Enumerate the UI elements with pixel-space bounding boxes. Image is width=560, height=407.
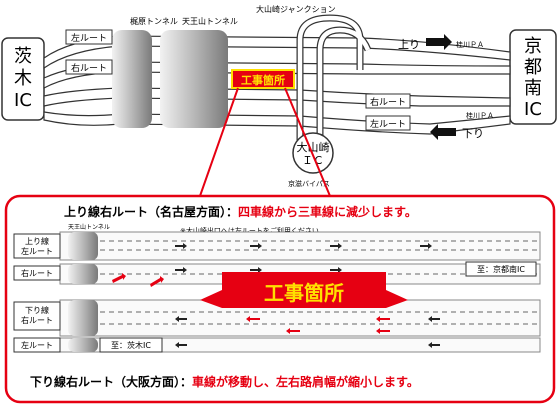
svg-text:左ルート: 左ルート: [71, 32, 107, 44]
detail-title: 上り線右ルート（名古屋方面）：四車線から三車線に減少します。: [64, 204, 417, 219]
pa-top-label: 桂川ＰＡ: [456, 40, 484, 49]
svg-text:右ルート: 右ルート: [71, 62, 107, 74]
direction-arrow-icons: [175, 243, 440, 348]
detail-tunnel-icons: [68, 232, 98, 352]
junction-label: 大山崎ジャンクション: [256, 4, 336, 14]
svg-text:右ルート: 右ルート: [370, 96, 406, 108]
to-ibaraki-label: 至：茨木IC: [111, 340, 151, 350]
down-label: 下り: [462, 127, 484, 140]
route-label-right-top: 右ルート: [65, 59, 113, 75]
to-kyoto-label: 至：京都南IC: [477, 264, 525, 274]
up-arrow-icon: [426, 34, 452, 50]
route-label-right-bottom: 右ルート: [365, 93, 411, 109]
kajiwara-tunnel-icon: [112, 30, 152, 128]
label-left: 左ルート: [21, 340, 53, 350]
route-label-left-bottom: 左ルート: [365, 115, 411, 131]
label-down-right: 下り線右ルート: [21, 305, 53, 325]
up-label: 上り: [398, 38, 420, 51]
detail-tunnel-label: 天王山トンネル: [68, 223, 110, 231]
lane-dividers: [100, 240, 540, 325]
pa-bottom-label: 桂川ＰＡ: [466, 111, 494, 120]
down-arrow-icon: [430, 124, 456, 140]
overview-construction-label: 工事箇所: [241, 73, 285, 87]
callout-lines: [199, 87, 331, 197]
bypass-label: 京滋バイパス: [288, 179, 330, 188]
tunnel-2-label: 天王山トンネル: [182, 16, 238, 26]
route-label-left-top: 左ルート: [65, 29, 113, 45]
changed-lane-arrow-icons: [112, 273, 390, 334]
detail-construction-label: 工事箇所: [264, 281, 344, 305]
detail-construction-zone: [222, 272, 386, 308]
tunnel-1-label: 梶原トンネル: [130, 16, 178, 26]
overview-construction-badge: [231, 69, 295, 89]
kyoto-minami-ic-box: [509, 29, 557, 125]
detail-bottom-text: 下り線右ルート（大阪方面）：車線が移動し、左右路肩幅が縮小します。: [30, 374, 419, 389]
label-up-left: 上り線左ルート: [21, 236, 53, 256]
oyamazaki-ic-label: 大山崎ＩＣ: [297, 140, 330, 167]
label-right: 右ルート: [21, 268, 53, 278]
svg-text:左ルート: 左ルート: [370, 118, 406, 130]
tennozan-tunnel-icon: [160, 30, 228, 128]
detail-note: ※大山崎出口へは左ルートをご利用ください。: [180, 226, 326, 235]
